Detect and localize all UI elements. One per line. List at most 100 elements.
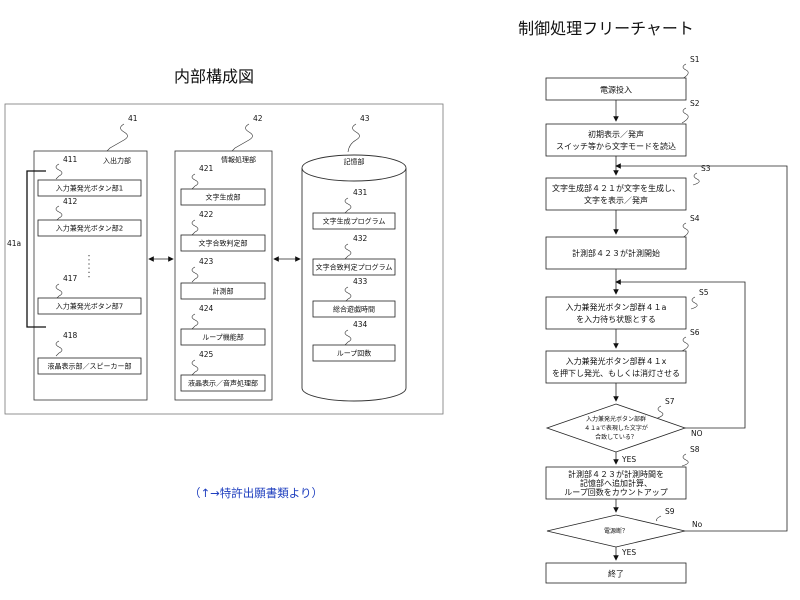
proc-item-label: 計測部 (213, 287, 234, 296)
io-item-label: 入力兼発光ボタン部2 (56, 224, 123, 233)
step-id: S3 (701, 164, 711, 173)
proc-item-label: ループ機能部 (202, 333, 244, 342)
proc-item-box (180, 328, 266, 346)
step-id-leader (681, 222, 689, 239)
step-id: S2 (690, 99, 700, 108)
io-panel-leader (105, 123, 128, 153)
proc-item-leader (191, 313, 199, 330)
io-item-label: 入力兼発光ボタン部1 (56, 184, 123, 193)
io-item-leader (55, 163, 63, 180)
storage-item-label: 文字合致判定プログラム (316, 263, 393, 272)
step-text: 計測部４２３が計測開始 (572, 248, 660, 258)
proc-panel-leader (230, 123, 253, 153)
flow-step-box (545, 296, 687, 330)
step-id: S4 (690, 214, 700, 223)
branch-no-label: NO (691, 429, 703, 438)
storage-item-box (312, 344, 396, 362)
io-item-box (37, 357, 142, 375)
step-text: 電源投入 (600, 85, 632, 95)
io-item-leader (55, 205, 63, 222)
io-item-box (37, 179, 142, 197)
storage-item-label: ループ回数 (337, 349, 372, 358)
io-item-label: 入力兼発光ボタン部7 (56, 302, 123, 311)
io-item-ref: 417 (63, 274, 78, 283)
proc-item-ref: 423 (199, 257, 214, 266)
step-text: を入力待ち状態とする (576, 314, 656, 324)
storage-panel-leader (347, 123, 360, 153)
io-item-leader (55, 283, 63, 300)
step-id: S6 (690, 328, 700, 337)
step-text: を押下し発光、もしくは消灯させる (552, 368, 680, 378)
step-id-leader (654, 405, 664, 420)
step-id-leader (692, 172, 700, 186)
step-text: 入力兼発光ボタン部群 (586, 415, 646, 423)
loop-back-s9 (615, 163, 788, 532)
branch-yes-label: YES (621, 455, 636, 464)
step-id-leader (681, 336, 689, 352)
flow-step-box (545, 177, 687, 211)
flow-step-box (545, 123, 687, 157)
proc-item-ref: 424 (199, 304, 214, 313)
storage-item-label: 文字生成プログラム (323, 217, 386, 226)
storage-item-leader (344, 243, 352, 260)
outer-frame (4, 103, 444, 415)
step-id-leader (656, 515, 662, 522)
step-id-leader (681, 63, 689, 80)
proc-panel-ref: 42 (253, 114, 263, 123)
proc-item-label: 文字合致判定部 (199, 239, 248, 248)
step-id-leader (690, 296, 698, 310)
step-text: 電源断？ (604, 527, 628, 535)
loop-back-s7 (615, 279, 746, 429)
storage-panel-ref: 43 (360, 114, 370, 123)
flow-end-box (545, 562, 687, 584)
proc-item-leader (191, 266, 199, 283)
storage-item-leader (344, 286, 352, 303)
proc-item-ref: 422 (199, 210, 214, 219)
step-id-leader (681, 453, 689, 467)
step-id: S1 (690, 55, 700, 64)
step-text: 文字生成部４２１が文字を生成し、 (552, 183, 680, 193)
branch-no-label: No (692, 520, 703, 529)
proc-item-leader (191, 219, 199, 236)
io-item-label: 液晶表示部／スピーカー部 (48, 362, 132, 371)
flow-step-box (545, 350, 687, 384)
step-text: 入力兼発光ボタン部群４１a (566, 302, 667, 312)
io-item-ref: 412 (63, 197, 78, 206)
proc-item-leader (191, 173, 199, 190)
proc-item-box (180, 282, 266, 300)
storage-item-ref: 433 (353, 277, 368, 286)
branch-yes-label: YES (621, 548, 636, 557)
io-panel-title: 入出力部 (103, 156, 131, 165)
storage-panel-title: 記憶部 (344, 157, 365, 166)
step-text: 合致している？ (595, 433, 637, 441)
proc-panel (174, 150, 273, 401)
storage-item-ref: 431 (353, 188, 368, 197)
flow-step-box (545, 236, 687, 270)
group-bracket-label: 41a (7, 239, 21, 248)
step-id: S7 (665, 397, 675, 406)
storage-item-box (312, 258, 396, 276)
io-item-box (37, 219, 142, 237)
io-item-ref: 411 (63, 155, 78, 164)
step-text: ４１aで表現した文字が (584, 424, 648, 432)
step-text: 計測部４２３が計測時間を (568, 469, 664, 479)
source-note: （↑→特許出願書類より） (189, 486, 323, 500)
step-id: S9 (665, 507, 675, 516)
storage-item-ref: 432 (353, 234, 368, 243)
io-item-box (37, 297, 142, 315)
storage-item-label: 総合遊戯時間 (333, 305, 375, 314)
io-item-ref: 418 (63, 331, 78, 340)
proc-item-ref: 421 (199, 164, 214, 173)
step-text: ループ回数をカウントアップ (564, 487, 668, 497)
storage-item-box (312, 212, 396, 230)
step-text: 文字を表示／発声 (584, 195, 648, 205)
proc-item-label: 文字生成部 (206, 193, 241, 202)
config-title: 内部構成図 (174, 67, 254, 86)
proc-item-box (180, 374, 266, 392)
proc-item-ref: 425 (199, 350, 214, 359)
storage-item-ref: 434 (353, 320, 368, 329)
storage-item-box (312, 300, 396, 318)
storage-item-leader (344, 197, 352, 214)
flowchart-title: 制御処理フリーチャート (518, 19, 694, 38)
